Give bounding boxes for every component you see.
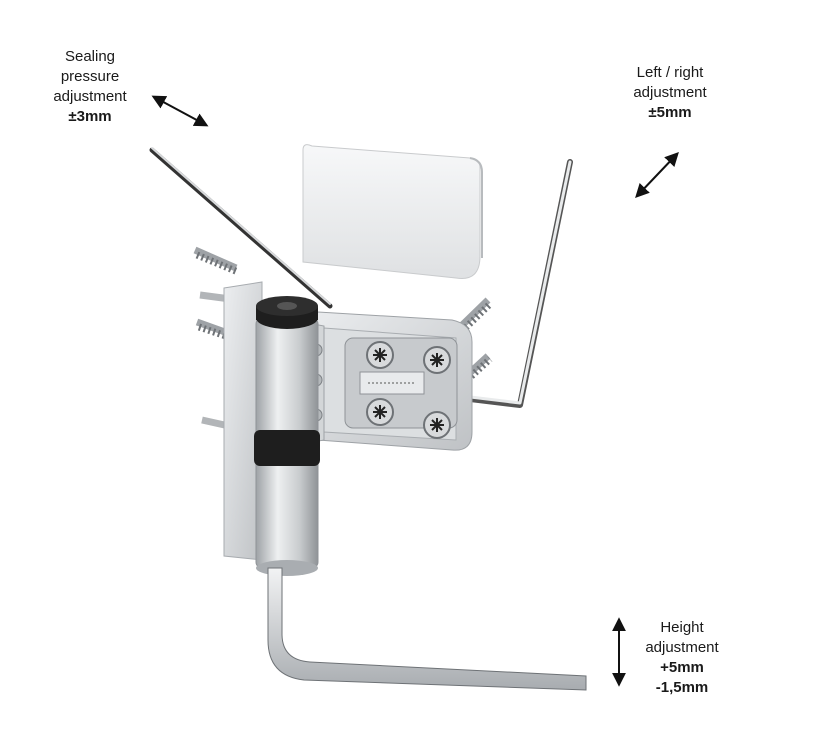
left-right-value: ±5mm xyxy=(648,104,692,121)
left-right-line2: adjustment xyxy=(633,84,707,101)
adjustment-screws xyxy=(366,341,451,439)
height-label: Height adjustment +5mm -1,5mm xyxy=(622,618,742,698)
sealing-line1: Sealing xyxy=(64,48,116,65)
sealing-pressure-label: Sealing pressure adjustment ±3mm xyxy=(30,47,150,127)
left-right-line1: Left / right xyxy=(636,64,704,81)
sealing-line3: adjustment xyxy=(53,88,127,105)
allen-key-left-right xyxy=(459,159,573,408)
cover-cap xyxy=(302,144,483,280)
left-right-label: Left / right adjustment ±5mm xyxy=(608,63,732,123)
height-line1: Height xyxy=(660,619,704,636)
height-value-plus: +5mm xyxy=(660,659,704,676)
left-right-arrow xyxy=(635,151,679,199)
allen-key-sealing xyxy=(149,147,333,309)
hinge-barrel xyxy=(254,296,320,576)
sealing-line2: pressure xyxy=(60,68,120,85)
allen-key-height xyxy=(267,567,587,691)
sealing-arrow xyxy=(151,95,209,127)
height-line2: adjustment xyxy=(645,639,719,656)
height-value-minus: -1,5mm xyxy=(655,679,709,696)
sealing-value: ±3mm xyxy=(68,108,112,125)
